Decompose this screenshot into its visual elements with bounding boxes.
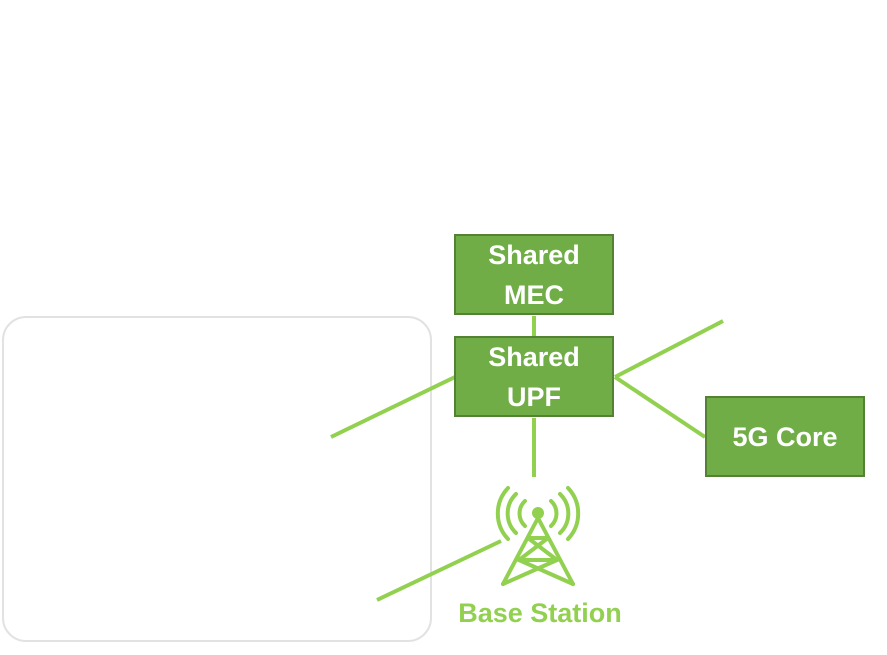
5g-core-label: 5G Core — [732, 421, 838, 452]
shared-upf-line1: Shared — [488, 341, 580, 372]
shared-mec-node: Shared MEC — [454, 234, 614, 315]
shared-mec-line1: Shared — [488, 239, 580, 270]
link-upf-left — [330, 375, 456, 439]
base-station-label: Base Station — [458, 598, 622, 628]
shared-mec-line2: MEC — [504, 279, 564, 310]
shared-upf-line2: UPF — [507, 381, 561, 412]
link-upf-upper-right — [614, 319, 724, 379]
cell-tower-icon — [495, 486, 581, 586]
edge-site-panel — [2, 316, 432, 642]
link-base-station-left — [376, 539, 502, 602]
shared-upf-node: Shared UPF — [454, 336, 614, 417]
link-upf-core — [613, 375, 707, 439]
5g-core-node: 5G Core — [705, 396, 865, 477]
